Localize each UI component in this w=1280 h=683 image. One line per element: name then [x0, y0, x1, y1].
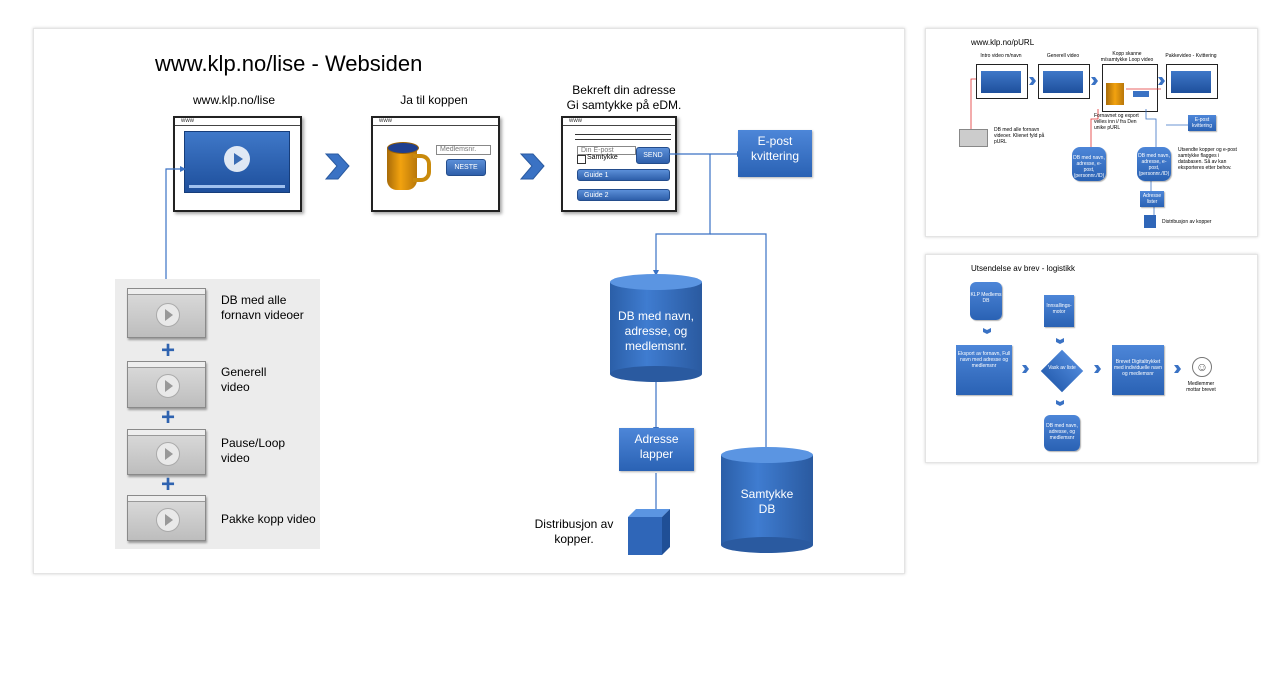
browser-window-video: www: [173, 116, 302, 212]
purl-step-label-1: Intro video m/navn: [980, 53, 1022, 59]
step-label-3: Bekreft din adresse Gi samtykke på eDM.: [566, 83, 682, 112]
wash-list-diamond: Vask av liste: [1040, 349, 1084, 393]
address-labels-node: Adresse lapper: [619, 428, 694, 471]
cube-icon: [628, 509, 672, 555]
guide-2-button[interactable]: Guide 2: [577, 189, 670, 201]
consent-label: Samtykke: [587, 154, 618, 161]
video-label-4: Pakke kopp video: [221, 512, 316, 526]
browser-window-mug: www Medlemsnr. NESTE: [371, 116, 500, 212]
email-field[interactable]: Din E-post: [577, 146, 636, 155]
mini-browser-3: [1102, 64, 1158, 112]
video-label-3: Pause/Loop video: [221, 436, 286, 465]
plus-icon: +: [161, 471, 176, 498]
purl-slide: www.klp.no/pURL Intro video m/navn Gener…: [925, 28, 1258, 237]
purl-step-label-2: Generell video: [1046, 53, 1080, 59]
export-node: Eksport av fornavn, Full navn med adress…: [956, 345, 1012, 395]
consent-database-label: Samtykke DB: [740, 487, 794, 516]
video-thumbnail-4: [127, 495, 206, 541]
browser-tab: www: [373, 118, 498, 126]
letter-title: Utsendelse av brev - logistikk: [971, 264, 1076, 273]
database-names-label: DB med navn, adresse, og medlemsnr.: [617, 309, 695, 353]
step-label-2: Ja til koppen: [400, 93, 468, 107]
video-thumbnail-2: [127, 361, 206, 408]
purl-distribution: Distribusjon av kopper: [1162, 219, 1212, 225]
plus-icon: +: [161, 404, 176, 431]
wash-list-label: Vask av liste: [1048, 365, 1076, 371]
send-button[interactable]: SEND: [636, 147, 670, 164]
consent-checkbox[interactable]: [577, 155, 586, 164]
video-player[interactable]: [184, 131, 290, 193]
letter-db-node: DB med navn, adresse, og medlemsnr: [1044, 415, 1080, 451]
consent-database-cylinder: Samtykke DB: [721, 447, 813, 553]
browser-window-form: www Din E-post SEND Samtykke Guide 1 Gui…: [561, 116, 677, 212]
members-receive-label: Medlemmer mottar brevet: [1186, 381, 1216, 393]
video-thumbnail-1: [127, 288, 206, 338]
klp-db-node: KLP Medlems DB: [970, 282, 1002, 320]
play-icon[interactable]: [224, 146, 250, 172]
browser-tab: www: [175, 118, 300, 126]
guide-1-button[interactable]: Guide 1: [577, 169, 670, 181]
mug-icon: [387, 140, 431, 192]
purl-db-cylinder-1: DB med navn, adresse, e-post, (personnr.…: [1072, 147, 1106, 181]
main-slide: www.klp.no/lise - Websiden www.klp.no/li…: [33, 28, 905, 574]
next-button[interactable]: NESTE: [446, 159, 486, 176]
membership-number-field[interactable]: Medlemsnr.: [436, 145, 491, 155]
mini-browser-2: [1038, 64, 1090, 99]
step-label-1: www.klp.no/lise: [192, 93, 276, 107]
purl-db-note: DB med alle fornavn videoer. Klienet fyl…: [994, 127, 1045, 145]
purl-step-label-4: Pakkevideo - Kvittering: [1165, 53, 1217, 59]
purl-connectors: [970, 77, 1188, 215]
letter-print-node: Brevet Digitaltrykket med individuelle n…: [1112, 345, 1164, 395]
letter-arrows: [983, 328, 1181, 406]
plus-icon: +: [161, 337, 176, 364]
purl-export-note: Fornavnet og export velles inn i/ fra De…: [1094, 113, 1139, 131]
purl-cube-icon: [1144, 215, 1156, 228]
mini-video-thumb: [959, 129, 988, 147]
purl-address-lists: Adresse lister: [1140, 191, 1164, 207]
play-icon: [155, 441, 180, 466]
slide-title: www.klp.no/lise - Websiden: [155, 51, 423, 76]
purl-title: www.klp.no/pURL: [971, 38, 1035, 47]
smiley-icon: ☺: [1192, 357, 1212, 377]
purl-step-label-3: Kopp skanne m/samtykke Loop video: [1100, 51, 1154, 63]
divider-line: [575, 134, 671, 135]
mini-browser-1: [976, 64, 1028, 99]
browser-tab: www: [563, 118, 675, 126]
purl-db-cylinder-2: DB med navn, adresse, e-post, (personnr.…: [1137, 147, 1171, 181]
database-names-cylinder: DB med navn, adresse, og medlemsnr.: [610, 274, 702, 382]
video-thumbnail-3: [127, 429, 206, 475]
video-label-2: Generell video: [221, 365, 267, 394]
insertion-motor-node: Innsallings- motor: [1044, 295, 1074, 327]
play-icon: [155, 374, 180, 399]
purl-email-receipt: E-post kvittering: [1188, 115, 1216, 131]
play-icon: [155, 302, 180, 327]
video-progress-bar[interactable]: [189, 185, 285, 188]
distribution-label: Distribusjon av kopper.: [534, 517, 614, 546]
letter-slide: Utsendelse av brev - logistikk KLP Medle…: [925, 254, 1258, 463]
mini-browser-4: [1166, 64, 1218, 99]
divider-line: [575, 139, 671, 140]
video-label-1: DB med alle fornavn videoer: [221, 293, 304, 322]
purl-sent-note: Utsendte kopper og e-post samtykke flagg…: [1178, 147, 1237, 171]
email-receipt-node: E-post kvittering: [738, 130, 812, 177]
play-icon: [155, 507, 180, 532]
